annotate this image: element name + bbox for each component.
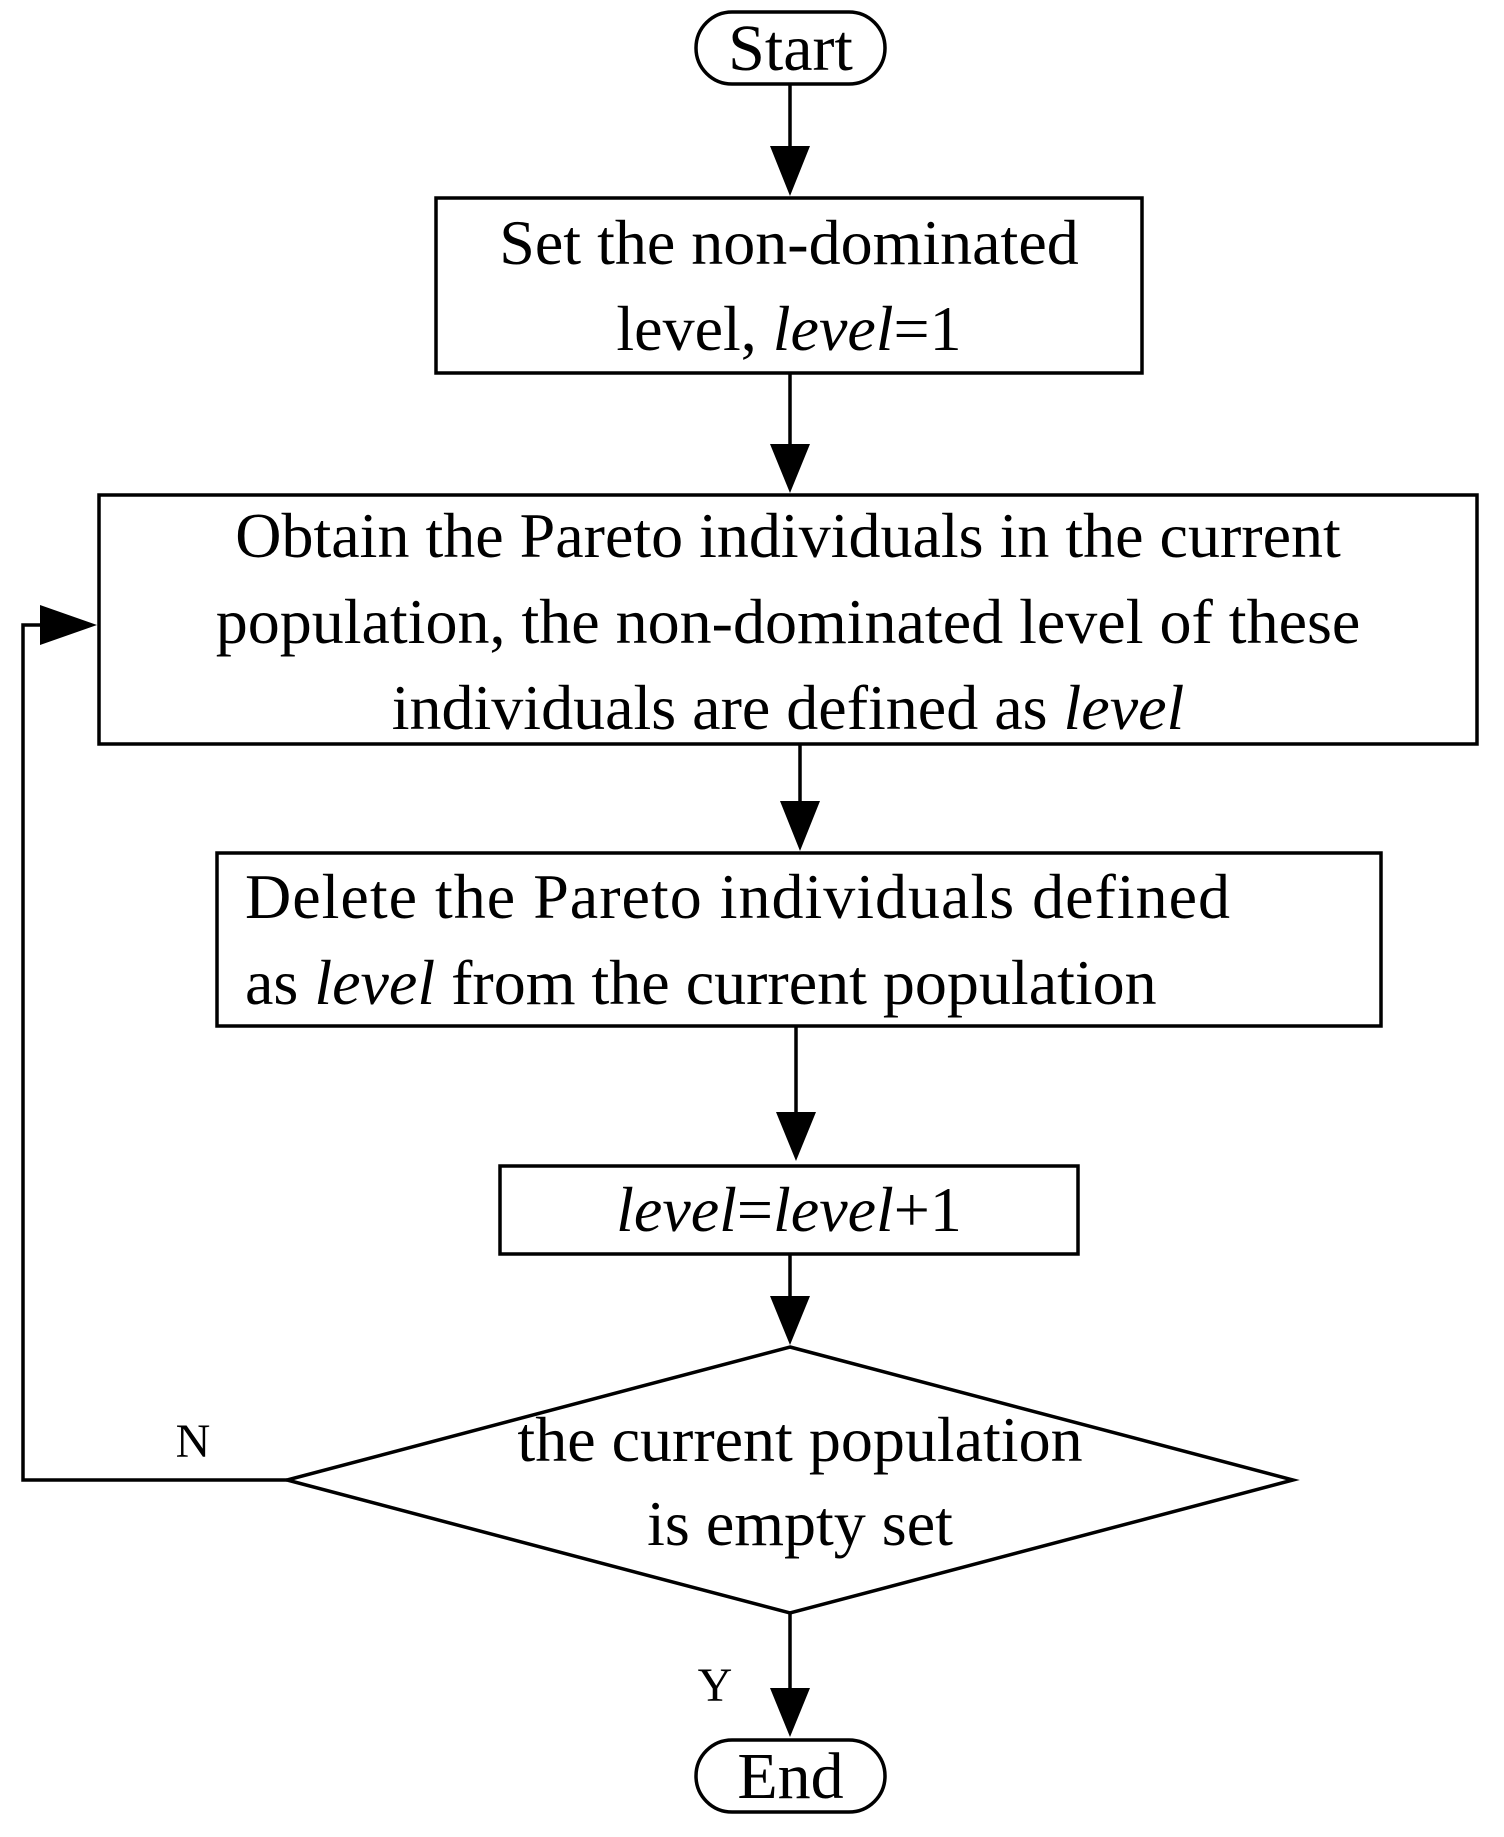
decision-line1: the current population — [517, 1404, 1083, 1475]
step2-line3-var: level — [1063, 672, 1185, 743]
step1-label: Set the non-dominated level, level=1 — [436, 200, 1142, 372]
end-terminal — [694, 1738, 887, 1814]
no-label-text: N — [175, 1415, 211, 1468]
arrowhead-loop-back — [40, 605, 97, 645]
step2-line1: Obtain the Pareto individuals in the cur… — [235, 500, 1341, 571]
loop-back-no-path — [21, 623, 287, 1482]
arrowhead-start-to-step1 — [770, 146, 810, 196]
yes-branch-label: Y — [690, 1662, 740, 1710]
step3-line2-var: level — [314, 947, 436, 1018]
no-branch-label: N — [168, 1418, 218, 1466]
step4-post: +1 — [893, 1174, 962, 1245]
start-label: Start — [696, 16, 885, 82]
step1-box — [434, 196, 1144, 375]
start-text: Start — [728, 12, 853, 85]
step3-box — [215, 851, 1383, 1028]
step4-op: = — [736, 1174, 773, 1245]
arrowhead-step3-to-step4 — [776, 1112, 816, 1161]
step2-line3-pre: individuals are defined as — [391, 672, 1064, 743]
step3-line2-pre: as — [245, 947, 315, 1018]
step2-line3: individuals are defined as level — [99, 665, 1477, 751]
arrowhead-decision-to-end — [770, 1688, 810, 1737]
step2-box — [97, 493, 1479, 746]
step4-label: level=level+1 — [500, 1166, 1078, 1254]
step3-line2: as level from the current population — [245, 940, 1365, 1026]
step3-label: Delete the Pareto individuals defined as… — [245, 854, 1365, 1026]
step4-var2: level — [773, 1174, 894, 1245]
decision-label: the current population is empty set — [440, 1398, 1160, 1566]
step1-line2-pre: level, — [616, 293, 773, 364]
end-label: End — [696, 1744, 885, 1810]
end-text: End — [737, 1740, 844, 1813]
arrowhead-step4-to-decision — [770, 1296, 810, 1345]
step3-line2-post: from the current population — [435, 947, 1157, 1018]
step4-var1: level — [616, 1174, 737, 1245]
step4-box — [498, 1164, 1080, 1256]
step2-label: Obtain the Pareto individuals in the cur… — [99, 493, 1477, 751]
decision-line2: is empty set — [647, 1488, 953, 1559]
step1-line1: Set the non-dominated — [499, 207, 1079, 278]
arrowhead-step2-to-step3 — [780, 801, 820, 851]
step3-line1: Delete the Pareto individuals defined — [245, 861, 1232, 932]
yes-label-text: Y — [697, 1659, 733, 1712]
step1-line2-post: =1 — [893, 293, 962, 364]
step1-line2-var: level — [772, 293, 894, 364]
arrowhead-step1-to-step2 — [770, 444, 810, 493]
step1-line2: level, level=1 — [436, 286, 1142, 372]
step2-line2: population, the non-dominated level of t… — [215, 586, 1361, 657]
